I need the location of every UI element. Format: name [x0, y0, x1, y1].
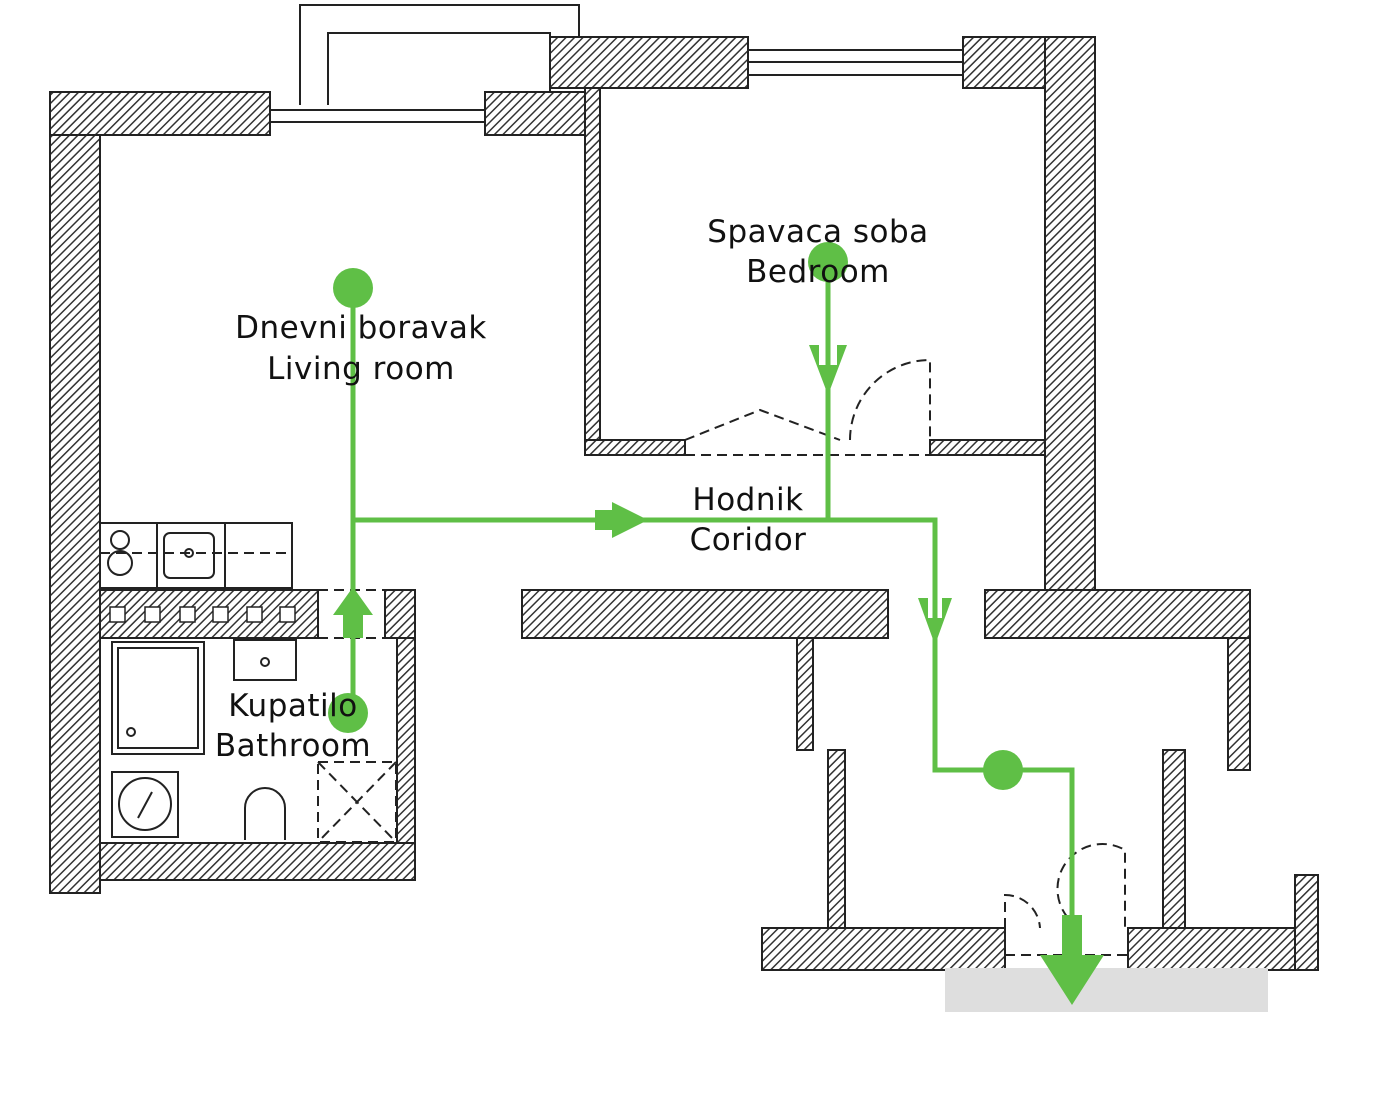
windows — [270, 49, 963, 123]
corridor-label: Hodnik — [692, 482, 803, 518]
exit-arrow-icon — [1040, 915, 1104, 1005]
ground-strip — [945, 968, 1268, 1012]
bedroom-marker — [808, 242, 848, 282]
living-room-marker — [333, 268, 373, 308]
balcony — [299, 4, 580, 105]
arrow-up-icon — [333, 587, 373, 638]
bedroom-label: Spavaca soba — [707, 214, 928, 250]
bathroom-label-en: Bathroom — [215, 728, 371, 764]
arrow-down-icon — [918, 598, 952, 645]
fixtures — [99, 358, 1128, 956]
arrow-right-icon — [595, 502, 648, 538]
bathroom-label: Kupatilo — [228, 688, 357, 724]
bedroom-label-en: Bedroom — [746, 254, 890, 290]
walls — [49, 36, 1319, 971]
living-room-label-en: Living room — [267, 351, 455, 387]
entrance-marker — [983, 750, 1023, 790]
arrow-down-icon — [809, 345, 847, 395]
corridor-label-en: Coridor — [690, 522, 807, 558]
living-room-label: Dnevni boravak — [235, 310, 487, 346]
bathroom-marker — [328, 693, 368, 733]
